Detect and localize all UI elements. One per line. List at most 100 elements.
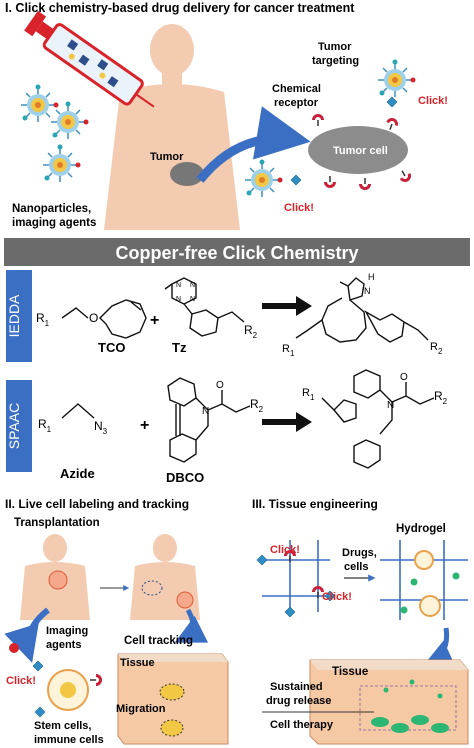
spaac-r1: R1	[38, 417, 52, 434]
tissue-label: Tissue	[120, 657, 155, 669]
drugs-cells-line2: cells	[344, 561, 368, 573]
transplantation-label: Transplantation	[14, 517, 100, 529]
reagent-dbco: DBCO	[166, 470, 204, 485]
product-r2: R2	[430, 341, 443, 356]
hydrogel-label: Hydrogel	[396, 523, 446, 535]
implant-arrow	[422, 627, 457, 668]
product-oxygen: O	[400, 372, 408, 383]
section2-title: II. Live cell labeling and tracking	[5, 497, 189, 511]
nanoparticle-icon	[244, 158, 284, 198]
product-nitrogen: N	[387, 400, 394, 411]
dbco-r2: R2	[250, 397, 264, 414]
stem-cells-line1: Stem cells,	[34, 720, 91, 732]
nanoparticle-icon	[377, 58, 417, 98]
iedda-side-tab	[6, 270, 32, 362]
click-label: Click!	[284, 202, 314, 214]
migrating-cell	[160, 719, 184, 737]
receptor-icon	[311, 113, 325, 127]
tumor-targeting-line1: Tumor	[318, 41, 352, 53]
azide-structure	[61, 403, 95, 419]
plus-sign: +	[150, 312, 159, 329]
human-body-silhouette	[104, 24, 240, 230]
nanoparticle-icon	[42, 143, 82, 183]
tumor-cell-label: Tumor cell	[333, 145, 388, 157]
spaac-product-structure	[321, 369, 435, 469]
targeting-ligand-icon	[290, 174, 302, 186]
tumor-targeting-line2: targeting	[312, 55, 359, 67]
section3-title: III. Tissue engineering	[252, 497, 378, 511]
body-silhouette-small	[20, 534, 90, 620]
encapsulated-cell	[419, 595, 441, 617]
body-silhouette-small	[130, 534, 200, 620]
spaac-side-tab	[6, 380, 32, 472]
tissue-slab	[309, 659, 469, 745]
iedda-r1: R1	[36, 311, 50, 328]
receptor-icon	[396, 167, 414, 185]
tumor-label: Tumor	[150, 151, 184, 163]
chemical-receptor-line2: receptor	[274, 97, 319, 109]
reaction-arrowhead	[296, 296, 312, 316]
cell-therapy-label: Cell therapy	[270, 719, 334, 731]
dbco-oxygen: O	[216, 380, 224, 391]
migration-label: Migration	[116, 703, 166, 715]
dbco-nitrogen: N	[202, 406, 209, 417]
ligand-icon	[34, 706, 46, 718]
reagent-tco: TCO	[98, 340, 125, 355]
spaac-product-r2: R2	[434, 389, 448, 406]
imaging-agents-line1: Imaging	[46, 625, 88, 637]
tumor-blob	[170, 162, 204, 186]
cell-tracking-label: Cell tracking	[124, 635, 193, 647]
product-nh-label: H	[368, 272, 375, 282]
receptor-icon	[358, 177, 372, 191]
nanoparticle-icon	[20, 83, 60, 123]
plus-sign: +	[140, 417, 149, 434]
iedda-product-structure	[295, 277, 429, 343]
iedda-oxygen: O	[89, 311, 98, 325]
migrating-cell	[159, 683, 185, 701]
dbco-structure	[167, 377, 251, 463]
drug-particle	[400, 606, 408, 614]
tz-structure	[164, 277, 245, 337]
tz-nitrogen: N	[190, 282, 195, 289]
delivery-arrow	[196, 106, 311, 183]
banner-bar	[4, 238, 470, 266]
ligand-icon	[32, 660, 44, 672]
reagent-tz: Tz	[172, 340, 187, 355]
encapsulated-cell	[414, 550, 434, 570]
click-label: Click!	[6, 675, 36, 687]
tz-nitrogen: N	[190, 296, 195, 303]
receptor-icon	[323, 175, 337, 189]
product-r1: R1	[282, 343, 295, 358]
nanoparticles-label-line1: Nanoparticles,	[12, 203, 91, 215]
product-n-label: N	[364, 286, 371, 296]
drugs-cells-line1: Drugs,	[342, 547, 377, 559]
tco-structure	[61, 299, 147, 339]
drug-particle	[452, 572, 460, 580]
chemical-receptor-line1: Chemical	[272, 83, 321, 95]
drug-particle	[410, 578, 418, 586]
click-label: Click!	[322, 591, 352, 603]
receptor-icon	[383, 115, 401, 133]
stem-cells-line2: immune cells	[34, 734, 104, 746]
sustained-line2: drug release	[266, 695, 331, 707]
spaac-label: SPAAC	[6, 403, 22, 449]
tz-nitrogen: N	[176, 282, 181, 289]
tracking-arrow	[174, 608, 209, 643]
ligand-icon	[256, 554, 268, 566]
stem-cell-icon	[47, 669, 89, 711]
targeting-ligand-icon	[386, 96, 398, 108]
imaging-agents-line2: agents	[46, 639, 81, 651]
sustained-line1: Sustained	[270, 681, 323, 693]
iedda-r2: R2	[244, 323, 258, 340]
imaging-agent-icon	[9, 643, 19, 653]
section1-title: I. Click chemistry-based drug delivery f…	[5, 1, 355, 15]
banner-title: Copper-free Click Chemistry	[115, 243, 358, 263]
nanoparticles-label-line2: imaging agents	[12, 217, 96, 229]
tumor-cell	[308, 126, 408, 174]
syringe-icon	[24, 10, 155, 108]
tissue-label: Tissue	[332, 666, 368, 678]
reagent-azide: Azide	[60, 466, 95, 481]
click-label: Click!	[418, 95, 448, 107]
reaction-arrowhead	[296, 412, 312, 432]
